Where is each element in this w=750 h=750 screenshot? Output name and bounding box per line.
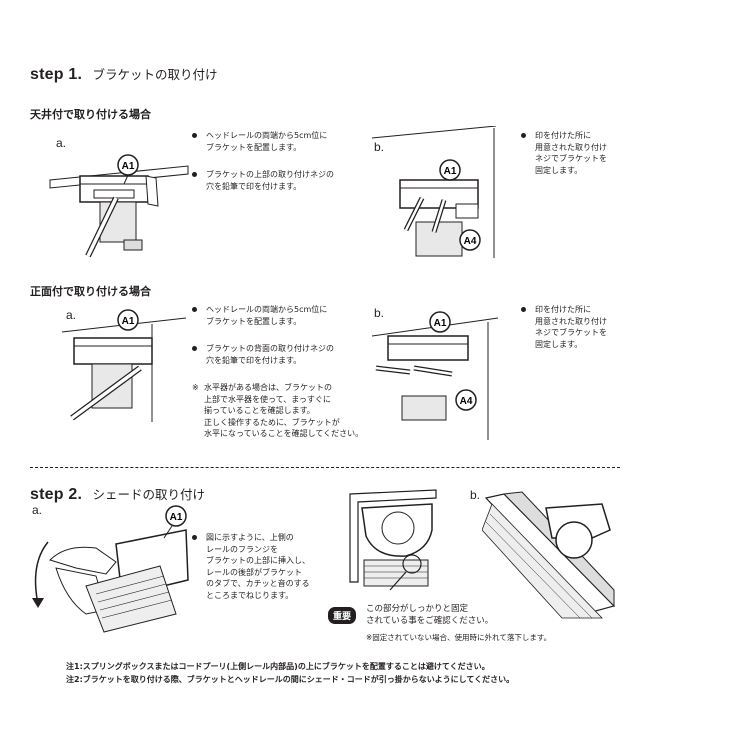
- step2-a-bullet-1: 図に示すように、上側の レールのフランジを ブラケットの上部に挿入し、 レールの…: [192, 532, 342, 601]
- front-label-b: b.: [374, 306, 385, 320]
- level-note-mark: ※: [192, 383, 199, 392]
- step2-label-a: a.: [32, 503, 43, 517]
- front-illustration-b: A1 A4: [371, 311, 499, 440]
- a4-callout-label: A4: [464, 236, 477, 247]
- level-note-text: 水平器がある場合は、ブラケットの 上部で水平器を使って、まっすぐに 揃っているこ…: [204, 383, 364, 438]
- a1-callout-label: A1: [444, 166, 457, 177]
- front-label-a: a.: [66, 308, 77, 322]
- step2-detail-illustration: [349, 489, 437, 591]
- ceiling-a-bullet-1: ヘッドレールの両端から5cm位に ブラケットを配置します。: [192, 130, 362, 153]
- step2-number: step 2.: [30, 486, 83, 503]
- step2-illustration-a: A1: [32, 505, 189, 633]
- front-illustration-a: A1: [61, 309, 187, 422]
- ceiling-section-title: 天井付で取り付ける場合: [30, 108, 151, 121]
- footnote-2: 注2:ブラケットを取り付ける際、ブラケットとヘッドレールの間にシェード・コードが…: [66, 675, 515, 684]
- important-notice: 重要: [328, 604, 357, 624]
- ceiling-instructions-a: ヘッドレールの両端から5cm位に ブラケットを配置します。 ブラケットの上部の取…: [192, 130, 362, 208]
- a1-callout-label: A1: [170, 512, 183, 523]
- a1-callout: [165, 505, 187, 527]
- front-instructions-a: ヘッドレールの両端から5cm位に ブラケットを配置します。 ブラケットの背面の取…: [192, 304, 382, 440]
- front-a-bullet-2: ブラケットの背面の取り付けネジの 穴を鉛筆で印を付けます。: [192, 343, 382, 366]
- a4-callout: [459, 229, 481, 251]
- ceiling-label-a: a.: [56, 136, 67, 150]
- ceiling-illustration-a: A1: [49, 154, 189, 258]
- rotate-arrow-icon: [34, 541, 49, 605]
- a1-callout-label: A1: [434, 318, 447, 329]
- step2-illustration-b: [482, 491, 616, 619]
- a1-callout-label: A1: [122, 161, 135, 172]
- step1-title: ブラケットの取り付け: [92, 68, 218, 82]
- footnote-1: 注1:スプリングボックスまたはコードプーリ(上側レール内部品)の上にブラケットを…: [66, 662, 490, 671]
- a1-callout: [429, 311, 451, 333]
- ceiling-a-bullet-2: ブラケットの上部の取り付けネジの 穴を鉛筆で印を付けます。: [192, 169, 362, 192]
- a4-callout-label: A4: [460, 396, 473, 407]
- front-b-bullet-1: 印を付けた所に 用意された取り付け ネジでブラケットを 固定します。: [521, 304, 651, 350]
- ceiling-instructions-b: 印を付けた所に 用意された取り付け ネジでブラケットを 固定します。: [521, 130, 651, 192]
- step1-number: step 1.: [30, 66, 83, 83]
- level-note: ※ 水平器がある場合は、ブラケットの 上部で水平器を使って、まっすぐに 揃ってい…: [192, 382, 382, 440]
- step2-label-b: b.: [470, 488, 481, 502]
- ceiling-illustration-b: A1 A4: [371, 126, 497, 258]
- front-instructions-b: 印を付けた所に 用意された取り付け ネジでブラケットを 固定します。: [521, 304, 651, 366]
- ceiling-label-b: b.: [374, 140, 385, 154]
- important-subnote: ※固定されていない場合、使用時に外れて落下します。: [366, 633, 552, 642]
- a1-callout: [117, 309, 139, 331]
- step2-title: シェードの取り付け: [92, 488, 206, 502]
- front-section-title: 正面付で取り付ける場合: [30, 285, 151, 298]
- front-a-bullet-1: ヘッドレールの両端から5cm位に ブラケットを配置します。: [192, 304, 382, 327]
- important-text: この部分がしっかりと固定 されている事をご確認ください。: [366, 604, 494, 626]
- a1-callout: [439, 159, 461, 181]
- important-badge: 重要: [328, 607, 357, 624]
- ceiling-b-bullet-1: 印を付けた所に 用意された取り付け ネジでブラケットを 固定します。: [521, 130, 651, 176]
- a1-callout-label: A1: [122, 316, 135, 327]
- step2-instructions-a: 図に示すように、上側の レールのフランジを ブラケットの上部に挿入し、 レールの…: [192, 532, 342, 617]
- step2-heading: step 2. シェードの取り付け: [30, 484, 205, 504]
- step1-heading: step 1. ブラケットの取り付け: [30, 64, 218, 84]
- section-divider: [30, 467, 620, 468]
- a4-callout: [455, 389, 477, 411]
